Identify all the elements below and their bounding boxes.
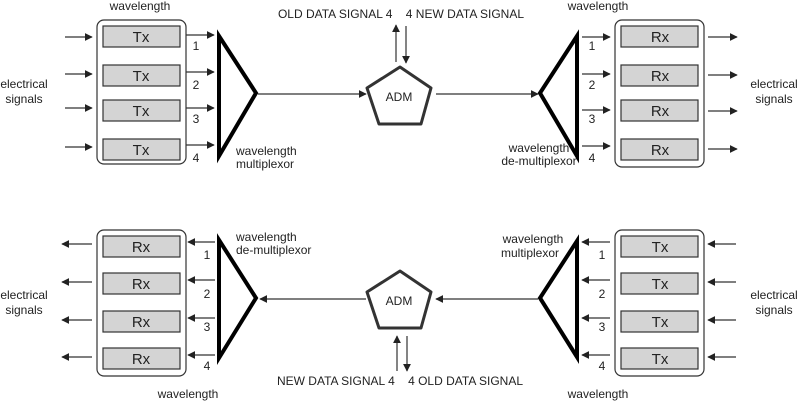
top-left-channel-4: 4 bbox=[193, 151, 200, 165]
bottom-left-signals-label: signals bbox=[5, 303, 42, 317]
bottom-right-wavelength-caption: wavelength bbox=[567, 387, 629, 401]
bottom-tx-group bbox=[614, 229, 705, 377]
top-wavelength-multiplexor bbox=[217, 29, 259, 164]
top-tx-label-1: Tx bbox=[133, 29, 150, 46]
bottom-rx-label-2: Rx bbox=[132, 276, 151, 293]
top-tx-label-3: Tx bbox=[133, 103, 150, 120]
top-left-channel-1: 1 bbox=[193, 39, 200, 53]
bottom-rx-label-3: Rx bbox=[132, 314, 151, 331]
top-demux-label-line1: wavelength bbox=[508, 141, 570, 155]
bottom-rx-label-1: Rx bbox=[132, 239, 151, 256]
bottom-right-electrical-label: electrical bbox=[750, 288, 797, 302]
top-left-channel-2: 2 bbox=[193, 78, 200, 92]
bottom-right-channel-2: 2 bbox=[599, 287, 606, 301]
bottom-rx-box-1 bbox=[102, 235, 181, 258]
bottom-mux-label-line1: wavelength bbox=[502, 232, 564, 246]
top-wavelength-demultiplexor bbox=[537, 29, 579, 164]
bottom-tx-label-3: Tx bbox=[652, 314, 669, 331]
top-rx-label-2: Rx bbox=[651, 68, 670, 85]
bottom-tx-box-3 bbox=[620, 310, 699, 333]
top-tx-label-4: Tx bbox=[133, 142, 150, 159]
bottom-rx-label-4: Rx bbox=[132, 351, 151, 368]
top-rx-label-1: Rx bbox=[651, 29, 670, 46]
bottom-demux-label-line1: wavelength bbox=[235, 230, 297, 244]
bottom-rx-box-3 bbox=[102, 310, 181, 333]
top-rx-group bbox=[614, 19, 705, 168]
bottom-right-channel-1: 1 bbox=[599, 248, 606, 262]
top-mux-label-line2: multiplexor bbox=[236, 157, 294, 171]
bottom-adm-label: ADM bbox=[386, 294, 413, 308]
top-right-channel-1: 1 bbox=[589, 39, 596, 53]
top-rx-box-3 bbox=[620, 99, 699, 122]
bottom-left-wavelength-caption: wavelength bbox=[157, 387, 219, 401]
top-left-wavelength-caption: wavelength bbox=[109, 0, 171, 13]
top-right-signals-label: signals bbox=[755, 92, 792, 106]
top-mux-label-line1: wavelength bbox=[235, 144, 297, 158]
top-left-signals-label: signals bbox=[5, 92, 42, 106]
bottom-tx-label-4: Tx bbox=[652, 351, 669, 368]
top-tx-group bbox=[96, 19, 187, 165]
top-left-channel-3: 3 bbox=[193, 112, 200, 126]
top-demux-label-line2: de-multiplexor bbox=[501, 154, 576, 168]
bottom-wavelength-multiplexor bbox=[537, 234, 579, 364]
bottom-tx-box-4 bbox=[620, 347, 699, 370]
top-tx-box-3 bbox=[102, 99, 181, 122]
top-right-electrical-label: electrical bbox=[750, 77, 797, 91]
bottom-adm-node bbox=[365, 269, 433, 330]
bottom-rx-group bbox=[96, 229, 187, 377]
top-right-channel-4: 4 bbox=[589, 151, 596, 165]
bottom-wavelength-demultiplexor bbox=[217, 233, 259, 366]
top-rx-label-4: Rx bbox=[651, 142, 670, 159]
bottom-tx-box-2 bbox=[620, 272, 699, 295]
top-left-electrical-label: electrical bbox=[0, 77, 47, 91]
top-rx-label-3: Rx bbox=[651, 103, 670, 120]
bottom-tx-label-1: Tx bbox=[652, 239, 669, 256]
bottom-left-channel-2: 2 bbox=[204, 287, 211, 301]
bottom-adm-signals-label: NEW DATA SIGNAL 4 4 OLD DATA SIGNAL bbox=[277, 374, 523, 388]
bottom-tx-box-1 bbox=[620, 235, 699, 258]
bottom-left-electrical-label: electrical bbox=[0, 288, 47, 302]
bottom-tx-label-2: Tx bbox=[652, 276, 669, 293]
bottom-demux-label-line2: de-multiplexor bbox=[236, 243, 311, 257]
top-tx-box-1 bbox=[102, 25, 181, 48]
top-rx-box-1 bbox=[620, 25, 699, 48]
bottom-section: wavelength wavelength electrical signals… bbox=[0, 229, 798, 401]
top-section: wavelength wavelength electrical signals… bbox=[0, 0, 797, 171]
bottom-right-signals-label: signals bbox=[755, 303, 792, 317]
bottom-left-channel-4: 4 bbox=[204, 359, 211, 373]
top-adm-label: ADM bbox=[386, 90, 413, 104]
top-right-wavelength-caption: wavelength bbox=[567, 0, 629, 13]
bottom-rx-box-2 bbox=[102, 272, 181, 295]
bottom-rx-box-4 bbox=[102, 347, 181, 370]
top-adm-node bbox=[365, 65, 433, 126]
top-tx-box-2 bbox=[102, 64, 181, 87]
top-right-channel-3: 3 bbox=[589, 112, 596, 126]
top-rx-box-4 bbox=[620, 138, 699, 161]
top-tx-box-4 bbox=[102, 138, 181, 161]
bottom-left-channel-1: 1 bbox=[204, 248, 211, 262]
top-tx-label-2: Tx bbox=[133, 68, 150, 85]
bottom-right-channel-4: 4 bbox=[599, 359, 606, 373]
bottom-mux-label-line2: multiplexor bbox=[501, 246, 559, 260]
top-right-channel-2: 2 bbox=[589, 78, 596, 92]
bottom-left-channel-3: 3 bbox=[204, 320, 211, 334]
top-rx-box-2 bbox=[620, 64, 699, 87]
bottom-right-channel-3: 3 bbox=[599, 320, 606, 334]
top-adm-signals-label: OLD DATA SIGNAL 4 4 NEW DATA SIGNAL bbox=[278, 7, 524, 21]
